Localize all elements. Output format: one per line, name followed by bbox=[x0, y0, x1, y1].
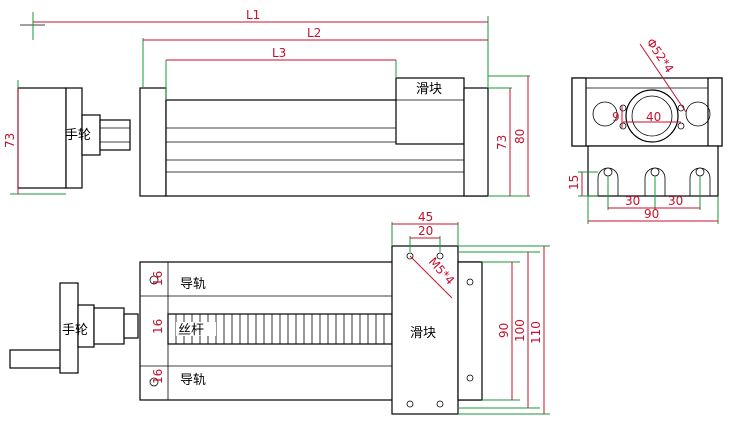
dim-9: 9 bbox=[612, 110, 620, 124]
dim-L2: L2 bbox=[307, 26, 321, 40]
dim-40: 40 bbox=[646, 110, 661, 124]
slider-label-top: 滑块 bbox=[416, 82, 442, 97]
dim-110: 110 bbox=[529, 321, 543, 344]
plan-coupler bbox=[93, 307, 125, 345]
dim-20: 20 bbox=[418, 224, 433, 238]
end-hole-right bbox=[685, 101, 711, 127]
end-view: Φ52*4 40 9 15 30 30 90 bbox=[567, 36, 723, 224]
handwheel-label-top: 手轮 bbox=[65, 128, 91, 143]
dim-30a: 30 bbox=[625, 194, 640, 208]
slider-plate bbox=[391, 245, 459, 415]
guide-rail-label-top: 导轨 bbox=[180, 277, 206, 292]
dim-16-bot: 16 bbox=[151, 369, 165, 384]
end-block-right bbox=[463, 87, 489, 197]
guide-rail-label-bottom: 导轨 bbox=[180, 373, 206, 388]
dim-73-right: 73 bbox=[495, 135, 509, 150]
dim-15: 15 bbox=[567, 175, 581, 190]
dim-16-top: 16 bbox=[151, 271, 165, 286]
side-view: 手轮 滑块 L1 L2 L3 7 bbox=[3, 8, 530, 197]
dim-phi52-leader bbox=[639, 43, 687, 113]
dim-L1: L1 bbox=[246, 8, 260, 22]
coupler bbox=[99, 119, 131, 151]
slider-label-bottom: 滑块 bbox=[410, 326, 436, 341]
bearing-bore bbox=[625, 89, 679, 143]
handwheel-knob bbox=[9, 349, 65, 369]
dim-m5-leader bbox=[409, 255, 453, 299]
handwheel-plate bbox=[17, 87, 67, 189]
end-plate bbox=[571, 77, 723, 147]
dim-45: 45 bbox=[418, 210, 433, 224]
plan-view: 手轮 导轨 导轨 丝杆 滑块 16 16 16 bbox=[9, 210, 550, 415]
dim-73-left: 73 bbox=[3, 133, 17, 148]
handwheel-label-bottom: 手轮 bbox=[62, 323, 88, 338]
lead-screw-label: 丝杆 bbox=[178, 323, 204, 338]
dim-90-bottom: 90 bbox=[644, 207, 659, 221]
end-block-left bbox=[139, 87, 167, 197]
end-hole-left bbox=[592, 101, 618, 127]
dim-100: 100 bbox=[513, 319, 527, 342]
dim-30b: 30 bbox=[668, 194, 683, 208]
dim-90-side: 90 bbox=[497, 323, 511, 338]
dim-16-mid: 16 bbox=[151, 319, 165, 334]
dim-L3: L3 bbox=[272, 46, 286, 60]
dim-80: 80 bbox=[513, 129, 527, 144]
